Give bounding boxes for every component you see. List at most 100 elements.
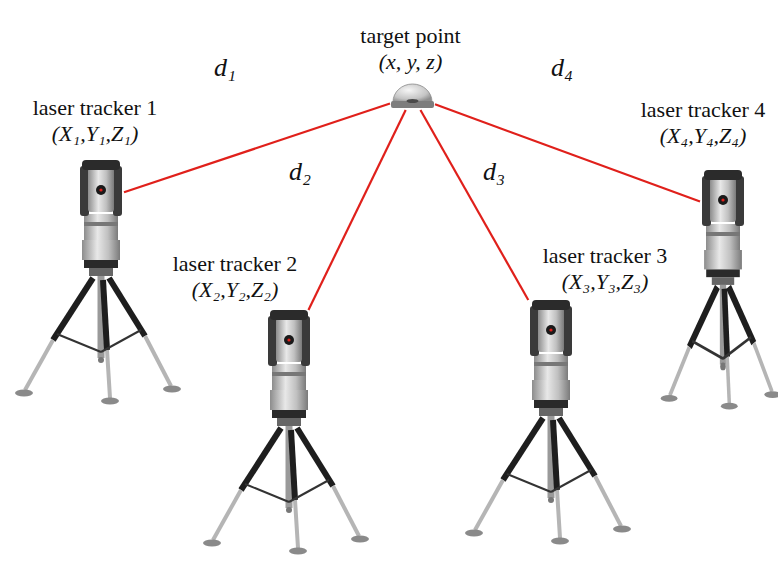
laser-tracker: laser tracker 4(X₄,Y₄,Z₄)	[700, 170, 746, 250]
target-point-shape	[390, 82, 435, 110]
tripod	[203, 390, 369, 555]
laser-spot	[287, 338, 290, 341]
tripod-leg	[727, 357, 729, 404]
tripod-leg	[333, 486, 359, 536]
tripod-foot	[613, 526, 631, 533]
reflector-dome	[393, 84, 432, 102]
laser-spot	[721, 198, 724, 201]
tripod-leg	[241, 428, 281, 490]
node-title: target point	[360, 23, 460, 48]
laser-beam	[124, 104, 390, 193]
tripod-spreader	[507, 474, 551, 492]
tripod-leg	[103, 280, 107, 350]
coordinate-label: (X₁,Y₁,Z₁)	[33, 121, 158, 146]
laser-tracker: laser tracker 1(X₁,Y₁,Z₁)	[78, 160, 124, 240]
distance-label: d₄	[551, 53, 573, 83]
column-foot	[286, 507, 292, 513]
tripod	[15, 240, 181, 405]
laser-tracker-shape	[528, 300, 574, 380]
node-heading: target point(x, y, z)	[360, 23, 460, 74]
distance-label: d₁	[214, 53, 236, 83]
distance-label: d₃	[483, 157, 505, 187]
tracker-aperture	[718, 195, 728, 205]
tracker-band	[534, 362, 568, 366]
node-heading: laser tracker 3(X₃,Y₃,Z₃)	[543, 243, 668, 294]
tracker-band	[706, 232, 740, 236]
tracker-yoke	[113, 166, 122, 216]
tracker-aperture	[284, 335, 294, 345]
tripod-foot	[15, 390, 33, 397]
tracker-yoke	[735, 176, 744, 226]
tracker-aperture	[96, 185, 106, 195]
tracker-base	[704, 250, 742, 269]
tripod-mount	[712, 277, 734, 285]
tripod-leg	[559, 418, 595, 476]
laser-tracker: laser tracker 3(X₃,Y₃,Z₃)	[528, 300, 574, 380]
node-title: laser tracker 3	[543, 243, 668, 268]
tracker-head	[710, 178, 736, 222]
tripod-leg	[25, 340, 53, 390]
tripod-spreader	[723, 337, 751, 358]
tripod-foot	[465, 530, 483, 537]
tripod-leg	[754, 343, 772, 392]
reflector-aperture	[407, 99, 419, 103]
laser-tracker-shape	[700, 170, 746, 250]
tripod-spreader	[551, 470, 591, 492]
tripod-foot	[101, 398, 119, 405]
tripod-leg	[724, 289, 727, 357]
node-heading: laser tracker 1(X₁,Y₁,Z₁)	[33, 95, 158, 146]
target-point: target point(x, y, z)	[390, 82, 435, 110]
node-heading: laser tracker 2(X₂,Y₂,Z₂)	[173, 251, 298, 302]
tripod-leg	[689, 287, 717, 347]
tracker-cap	[704, 170, 742, 180]
tripod-leg	[553, 420, 557, 490]
tripod-leg	[213, 490, 241, 540]
tripod-leg	[557, 490, 560, 538]
tripod-leg	[145, 336, 171, 386]
tracker-yoke	[80, 166, 89, 216]
tracker-aperture	[546, 325, 556, 335]
coordinate-label: (x, y, z)	[360, 49, 460, 74]
tripod-leg	[53, 278, 93, 340]
tracker-band	[84, 222, 118, 226]
tracker-yoke	[563, 306, 572, 356]
coordinate-label: (X₄,Y₄,Z₄)	[641, 123, 766, 148]
tracker-cap	[82, 160, 120, 170]
tracker-band	[272, 372, 306, 376]
tripod-spreader	[57, 334, 101, 352]
tripod-foot	[163, 386, 181, 393]
tripod-foot	[351, 536, 369, 543]
tracker-body	[84, 214, 118, 240]
tripod-mount	[277, 418, 301, 426]
tripod-leg	[595, 476, 621, 526]
tracker-collar	[272, 410, 306, 418]
column-foot	[548, 497, 554, 503]
node-title: laser tracker 4	[641, 97, 766, 122]
tracker-collar	[534, 400, 568, 408]
tripod-spreader	[289, 480, 329, 502]
tripod-leg	[109, 278, 145, 336]
column-foot	[720, 363, 726, 371]
column-foot	[98, 357, 104, 363]
coordinate-label: (X₂,Y₂,Z₂)	[173, 277, 298, 302]
tripod-mount	[89, 268, 113, 276]
laser-beam	[308, 110, 405, 310]
tripod-leg	[670, 347, 690, 396]
node-title: laser tracker 2	[173, 251, 298, 276]
tracker-head	[276, 318, 302, 362]
tripod-foot	[203, 540, 221, 547]
laser-spot	[549, 328, 552, 331]
laser-beam	[420, 110, 528, 300]
laser-tracker-shape	[78, 160, 124, 240]
tripod	[661, 250, 778, 410]
tracker-body	[534, 354, 568, 380]
tripod-leg	[729, 287, 754, 343]
tracker-collar	[706, 269, 740, 277]
coordinate-label: (X₃,Y₃,Z₃)	[543, 269, 668, 294]
tripod-mount	[539, 408, 563, 416]
tracker-body	[706, 224, 740, 250]
tripod-leg	[297, 428, 333, 486]
laser-tracker-shape	[266, 310, 312, 390]
